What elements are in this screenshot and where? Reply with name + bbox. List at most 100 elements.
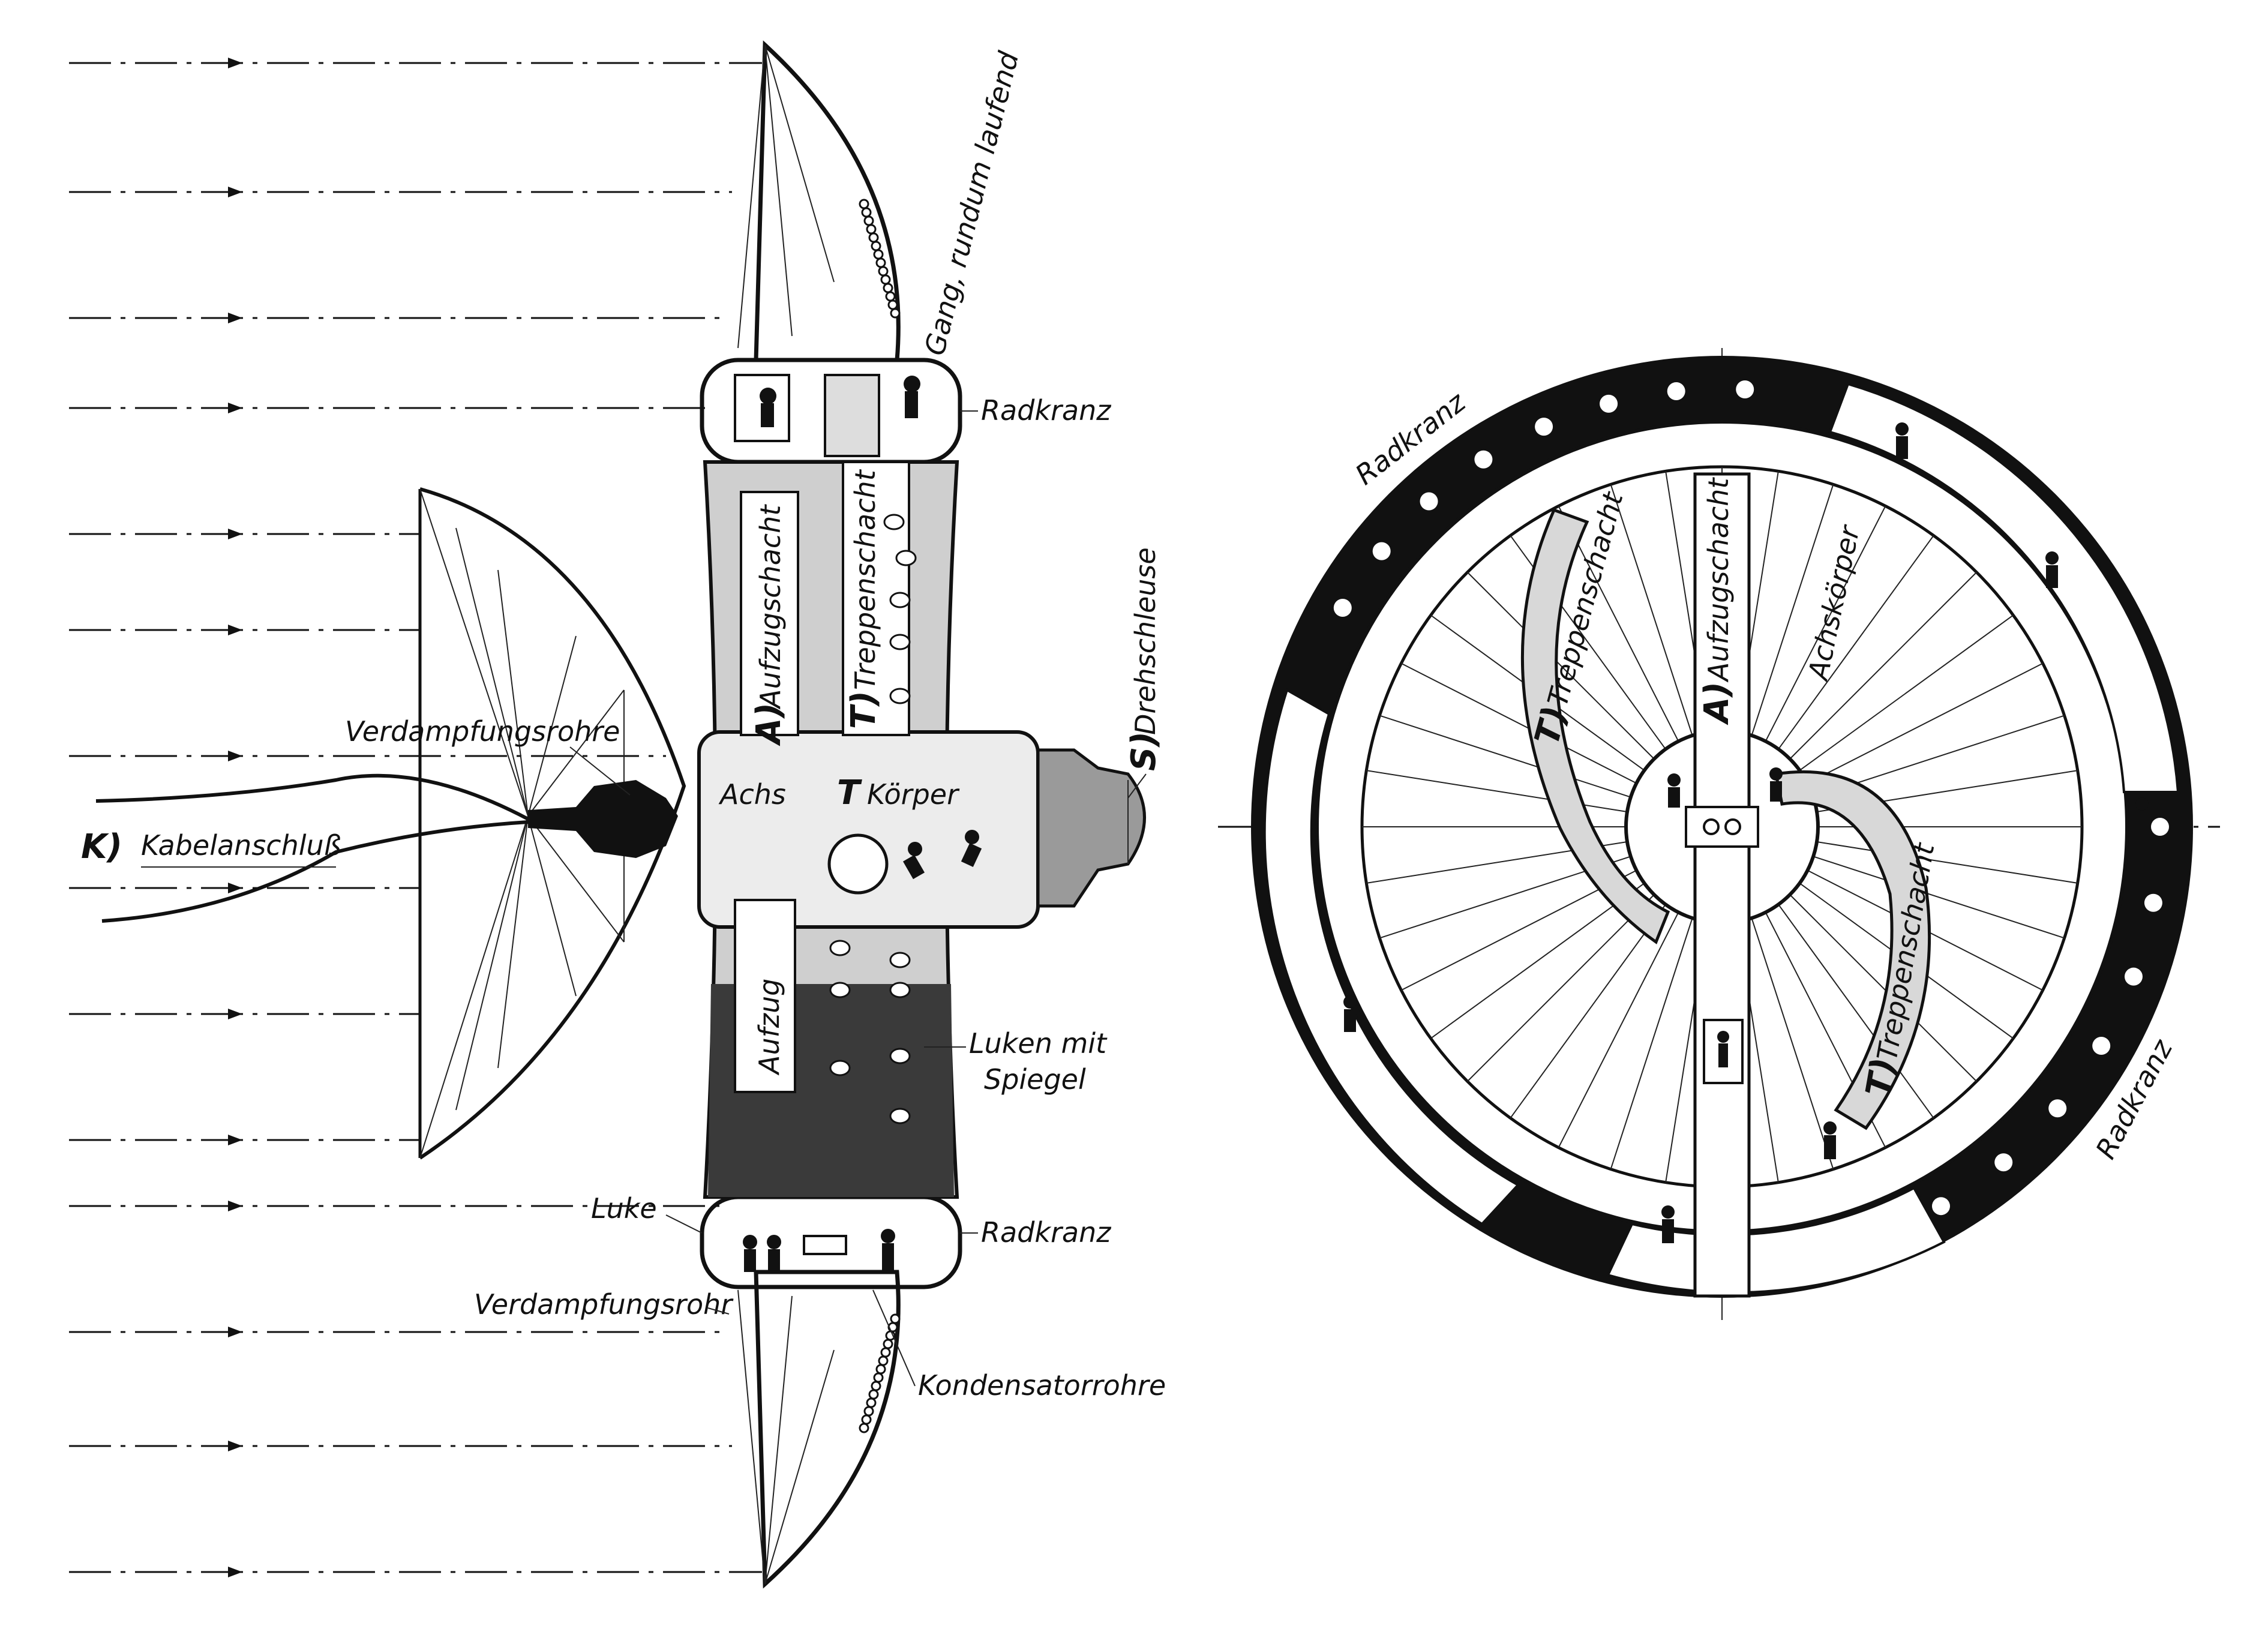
sun-ray-arrow	[228, 1201, 242, 1211]
wheel-label-treppenschacht-lower-letter: T)	[1859, 1055, 1904, 1099]
wheel-spoke	[1400, 869, 1637, 991]
rim-porthole	[1474, 450, 1493, 469]
condenser-tube	[861, 207, 872, 218]
evaporator-nozzle	[528, 780, 678, 858]
elevator-shaft	[740, 491, 799, 736]
condenser-tube	[866, 1397, 877, 1408]
wheel-spoke	[1751, 917, 1834, 1169]
lower-mirror	[754, 1270, 901, 1589]
wheel-view: Radkranz Radkranz Treppenschacht T) Aufz…	[1218, 348, 2220, 1320]
rim-porthole	[2151, 818, 2169, 836]
condenser-tube	[871, 1381, 881, 1391]
rim-porthole	[2144, 742, 2162, 760]
wheel-spoke	[1778, 904, 1934, 1118]
condenser-tube	[866, 224, 877, 235]
rim-porthole	[1333, 599, 1352, 617]
label-kondensatorrohre: Kondensatorrohre	[918, 1369, 1166, 1402]
wheel-label-aufzugschacht-letter: A)	[1697, 682, 1736, 725]
wheel-spoke	[1765, 505, 1886, 742]
rim-figures	[743, 376, 982, 1273]
rim-porthole	[1994, 1153, 2013, 1172]
condenser-tube	[878, 1355, 889, 1366]
side-view: Gang, rundum laufend Radkranz Aufzugscha…	[81, 40, 1166, 1589]
condenser-tube	[875, 1364, 886, 1375]
sun-ray-arrow	[228, 751, 242, 761]
hub-porthole	[829, 982, 851, 998]
condenser-tube	[880, 1347, 891, 1358]
wheel-figures	[1343, 422, 2149, 1243]
condenser-tube	[878, 266, 889, 277]
rotary-lock	[1036, 748, 1146, 908]
stair-shaft-upper	[1520, 508, 1670, 944]
wheel-spoke	[1510, 904, 1666, 1118]
condenser-tube	[873, 249, 884, 260]
sun-ray-arrow	[228, 58, 242, 68]
label-kabelanschluss-letter: K)	[81, 827, 122, 866]
axial-porthole	[827, 833, 889, 895]
wheel-hub-plate	[1685, 806, 1759, 848]
label-radkranz-bottom: Radkranz	[981, 1216, 1111, 1249]
condenser-tube	[863, 215, 874, 226]
wheel-spoke	[1778, 535, 1934, 750]
rim-porthole	[1372, 542, 1391, 560]
label-gang: Gang, rundum laufend	[918, 48, 1025, 359]
condenser-tube	[885, 291, 896, 302]
wheel-spoke	[1610, 917, 1693, 1169]
wheel-spoke	[1799, 614, 2014, 771]
sun-ray-arrow	[228, 883, 242, 893]
upper-condenser-tubes	[859, 199, 901, 319]
label-luken-line1: Luken mit	[969, 1027, 1108, 1060]
sun-ray-arrow	[228, 403, 242, 413]
label-achs: Achs	[718, 778, 786, 811]
sun-ray-arrow	[228, 625, 242, 635]
sun-ray-arrow	[228, 529, 242, 539]
label-koerper: Körper	[867, 778, 960, 811]
hub-portholes	[829, 514, 917, 1124]
parabolic-dish	[419, 487, 686, 1160]
wheel-axial-shaft	[1693, 472, 1751, 1298]
hub-porthole	[889, 634, 911, 650]
label-verdampfungsrohr: Verdampfungsrohr	[474, 1288, 734, 1321]
rim-porthole	[1420, 492, 1438, 511]
label-kabelanschluss: Kabelanschluß	[141, 829, 341, 862]
rim-porthole	[2124, 967, 2143, 986]
hub-porthole	[829, 1060, 851, 1076]
condenser-tube	[890, 308, 901, 319]
condenser-tube	[863, 1406, 874, 1417]
label-luke: Luke	[591, 1192, 657, 1225]
upper-mirror	[754, 40, 901, 362]
condenser-tube	[859, 199, 869, 209]
rim-cabins-left	[1263, 688, 1520, 1226]
condenser-tube	[883, 283, 893, 293]
label-aufzugschacht: Aufzugschacht	[754, 504, 787, 710]
hub-porthole	[889, 952, 911, 968]
wheel-spoke	[1558, 912, 1679, 1148]
condenser-tube	[890, 1313, 901, 1324]
wheel-spoke	[1807, 662, 2044, 784]
wheel-spoke	[1813, 856, 2065, 939]
rim-cabins-right	[1828, 382, 2180, 793]
axial-body	[697, 730, 1040, 929]
label-treppenschacht-letter: T)	[844, 691, 883, 729]
rim-porthole	[2048, 1099, 2067, 1118]
condenser-tube	[871, 241, 881, 251]
wheel-spoke	[1467, 894, 1655, 1082]
sun-ray-arrow	[228, 1009, 242, 1019]
sun-ray-arrow	[228, 187, 242, 197]
sun-ray-arrow	[228, 1441, 242, 1451]
condenser-tube	[873, 1372, 884, 1383]
rim-porthole	[1600, 394, 1618, 413]
condenser-tube	[880, 274, 891, 285]
hub-porthole	[889, 688, 911, 704]
wheel-spokes	[1362, 467, 2082, 1187]
dish-struts	[419, 488, 625, 1159]
rim-porthole	[1535, 418, 1553, 436]
lower-rim-table	[803, 1235, 847, 1255]
wheel-spoke	[1751, 484, 1834, 736]
rim-porthole	[1667, 382, 1685, 400]
sun-ray-arrow	[228, 313, 242, 323]
sun-ray-arrow	[228, 1135, 242, 1145]
label-drehschleuse-letter: S)	[1124, 731, 1163, 771]
label-aufzug: Aufzug	[753, 979, 785, 1076]
